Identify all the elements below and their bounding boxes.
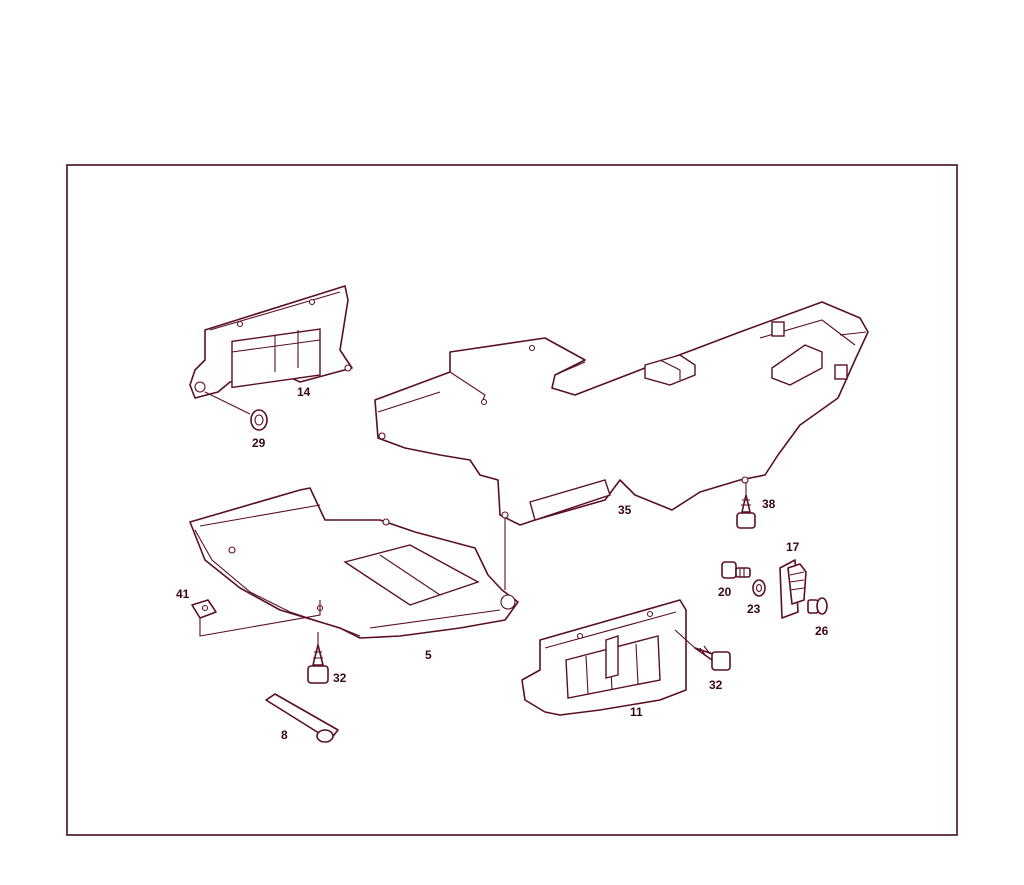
part-20-bolt[interactable] xyxy=(721,561,751,579)
leader-29 xyxy=(204,391,251,415)
callout-20: 20 xyxy=(718,585,732,599)
part-41-clip[interactable] xyxy=(191,599,217,619)
leader-41 xyxy=(199,600,321,637)
callout-8: 8 xyxy=(281,728,288,742)
callout-35: 35 xyxy=(618,503,632,517)
part-5-front-panel[interactable] xyxy=(189,487,519,639)
diagram-frame xyxy=(66,164,958,836)
part-29-grommet[interactable] xyxy=(250,409,268,431)
part-14-side-panel[interactable] xyxy=(189,285,353,399)
part-23-washer[interactable] xyxy=(752,579,766,597)
part-8-sleeve[interactable] xyxy=(265,693,339,743)
callout-29: 29 xyxy=(252,436,266,450)
callout-38: 38 xyxy=(762,497,776,511)
part-17-bracket[interactable] xyxy=(779,559,807,619)
callout-41: 41 xyxy=(176,587,190,601)
part-32-screw-left[interactable] xyxy=(307,644,329,684)
callout-5: 5 xyxy=(425,648,432,662)
part-32-screw-right[interactable] xyxy=(694,645,731,671)
part-26-plug[interactable] xyxy=(807,597,828,615)
callout-23: 23 xyxy=(747,602,761,616)
part-35-underbody-panel[interactable] xyxy=(374,301,869,526)
leader-32-right xyxy=(674,629,696,649)
callout-14: 14 xyxy=(297,385,311,399)
part-11-side-panel[interactable] xyxy=(521,599,687,716)
callout-32-left: 32 xyxy=(333,671,347,685)
callout-32-right: 32 xyxy=(709,678,723,692)
callout-26: 26 xyxy=(815,624,829,638)
callout-11: 11 xyxy=(630,705,643,719)
part-38-screw[interactable] xyxy=(736,494,756,529)
callout-17: 17 xyxy=(786,540,800,554)
